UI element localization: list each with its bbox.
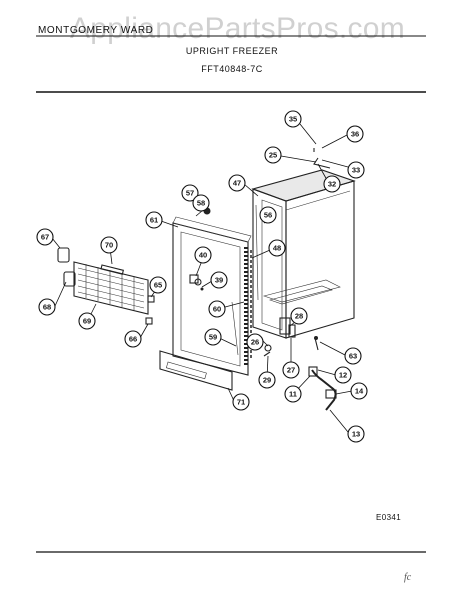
svg-text:57: 57 — [186, 189, 194, 198]
svg-text:63: 63 — [349, 352, 357, 361]
callout-35: 35 — [284, 110, 302, 128]
svg-text:26: 26 — [251, 338, 259, 347]
callout-65: 65 — [149, 276, 167, 294]
callout-14: 14 — [350, 382, 368, 400]
svg-text:69: 69 — [83, 317, 91, 326]
callout-26: 26 — [246, 333, 264, 351]
svg-text:65: 65 — [154, 281, 162, 290]
callout-69: 69 — [78, 312, 96, 330]
svg-text:48: 48 — [273, 244, 281, 253]
callout-40: 40 — [194, 246, 212, 264]
svg-text:60: 60 — [213, 305, 221, 314]
callout-67: 67 — [36, 228, 54, 246]
diagram-title: UPRIGHT FREEZER — [185, 46, 279, 56]
callout-70: 70 — [100, 236, 118, 254]
vent-grille-drawing — [57, 247, 149, 315]
svg-text:61: 61 — [150, 216, 158, 225]
callout-60: 60 — [208, 300, 226, 318]
svg-text:27: 27 — [287, 366, 295, 375]
model-number: FFT40848-7C — [201, 64, 263, 74]
callout-66: 66 — [124, 330, 142, 348]
svg-text:13: 13 — [352, 430, 360, 439]
diagram-code: E0341 — [376, 513, 402, 522]
door-drawing — [172, 216, 252, 376]
callout-25: 25 — [264, 146, 282, 164]
svg-text:66: 66 — [129, 335, 137, 344]
svg-text:39: 39 — [215, 276, 223, 285]
callout-57: 57 — [181, 184, 199, 202]
callout-71: 71 — [232, 393, 250, 411]
svg-text:32: 32 — [328, 180, 336, 189]
svg-text:59: 59 — [209, 333, 217, 342]
svg-text:47: 47 — [233, 179, 241, 188]
svg-text:36: 36 — [351, 130, 359, 139]
svg-text:14: 14 — [355, 387, 364, 396]
svg-text:58: 58 — [197, 199, 205, 208]
svg-text:12: 12 — [339, 371, 347, 380]
svg-text:11: 11 — [289, 390, 297, 399]
callout-33: 33 — [347, 161, 365, 179]
brand-name: MONTGOMERY WARD — [38, 25, 154, 36]
callout-58: 58 — [192, 194, 210, 212]
svg-text:40: 40 — [199, 251, 207, 260]
svg-text:25: 25 — [269, 151, 277, 160]
svg-text:67: 67 — [41, 233, 49, 242]
callout-61: 61 — [145, 211, 163, 229]
callout-29: 29 — [258, 371, 276, 389]
callout-32: 32 — [323, 175, 341, 193]
callout-11: 11 — [284, 385, 302, 403]
svg-text:35: 35 — [289, 115, 297, 124]
callout-27: 27 — [282, 361, 300, 379]
svg-text:70: 70 — [105, 241, 113, 250]
callout-63: 63 — [344, 347, 362, 365]
svg-text:33: 33 — [352, 166, 360, 175]
svg-text:28: 28 — [295, 312, 303, 321]
callout-39: 39 — [210, 271, 228, 289]
page-corner-mark: fc — [404, 572, 412, 583]
callout-59: 59 — [204, 328, 222, 346]
watermark: AppliancePartsPros.com — [70, 12, 406, 45]
callout-13: 13 — [347, 425, 365, 443]
svg-text:56: 56 — [264, 211, 272, 220]
callout-36: 36 — [346, 125, 364, 143]
callout-48: 48 — [268, 239, 286, 257]
svg-text:29: 29 — [263, 376, 271, 385]
callout-12: 12 — [334, 366, 352, 384]
callout-56: 56 — [259, 206, 277, 224]
toe-grille-drawing — [159, 350, 233, 391]
svg-text:71: 71 — [237, 398, 245, 407]
callout-68: 68 — [38, 298, 56, 316]
callout-47: 47 — [228, 174, 246, 192]
callout-28: 28 — [290, 307, 308, 325]
leader-lines — [51, 123, 353, 433]
svg-text:68: 68 — [43, 303, 51, 312]
